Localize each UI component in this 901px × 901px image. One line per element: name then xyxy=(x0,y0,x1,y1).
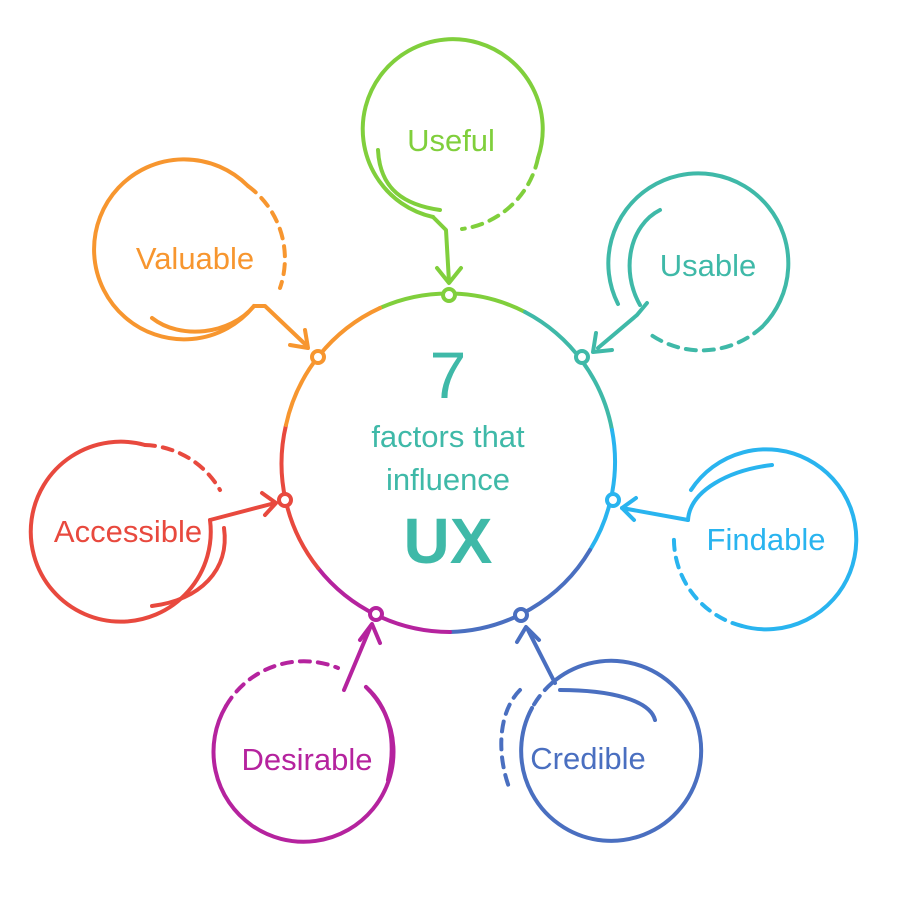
findable-arrowhead xyxy=(620,496,638,522)
findable-circle xyxy=(689,447,859,632)
findable-label: Findable xyxy=(707,522,826,557)
accessible-circle-dashed xyxy=(143,443,222,492)
useful-connector-node xyxy=(441,287,457,303)
findable-inner-arc xyxy=(686,463,774,522)
desirable-circle-dashed xyxy=(224,659,340,708)
desirable-connector-node xyxy=(368,606,384,622)
factor-usable: Usable xyxy=(574,171,791,365)
usable-arrowhead xyxy=(591,331,614,354)
credible-circle xyxy=(519,658,704,843)
valuable-connector xyxy=(252,304,308,347)
credible-label: Credible xyxy=(530,741,645,776)
findable-connector xyxy=(620,506,690,522)
accessible-connector xyxy=(208,501,277,522)
credible-connector-node xyxy=(513,607,529,623)
valuable-connector-node xyxy=(310,349,326,365)
credible-inner-arc xyxy=(558,688,657,722)
usable-circle-dashed xyxy=(645,325,764,353)
useful-connector xyxy=(431,215,451,284)
factor-accessible: Accessible xyxy=(28,439,293,624)
center-ring-segment-findable xyxy=(588,428,618,552)
accessible-arrowhead xyxy=(260,491,278,517)
center-ring-segment-desirable xyxy=(316,566,452,634)
center-line-2: influence xyxy=(386,462,510,497)
center-text-group: 7 factors that influence UX xyxy=(371,338,525,577)
usable-connector-node xyxy=(574,349,590,365)
accessible-connector-node xyxy=(277,492,293,508)
factor-useful: Useful xyxy=(360,37,545,303)
accessible-circle xyxy=(28,439,213,624)
factor-desirable: Desirable xyxy=(211,606,396,844)
credible-connector xyxy=(526,628,557,685)
valuable-label: Valuable xyxy=(136,241,254,276)
useful-inner-arc xyxy=(376,148,442,212)
center-ring-segment-credible xyxy=(448,548,592,634)
findable-connector-node xyxy=(605,492,621,508)
valuable-circle xyxy=(92,157,256,342)
useful-label: Useful xyxy=(407,123,495,158)
valuable-circle-dashed xyxy=(246,184,287,290)
useful-arrowhead xyxy=(435,266,463,285)
factor-credible: Credible xyxy=(499,607,704,843)
center-line-1: factors that xyxy=(371,419,525,454)
desirable-label: Desirable xyxy=(242,742,373,777)
findable-circle-dashed xyxy=(671,533,744,628)
useful-circle xyxy=(360,37,545,219)
usable-connector xyxy=(596,301,649,350)
credible-arrowhead xyxy=(515,625,541,644)
useful-circle-dashed xyxy=(460,156,540,231)
factor-findable: Findable xyxy=(605,447,859,632)
center-ring-segment-valuable xyxy=(284,306,382,427)
accessible-inner-arc xyxy=(150,526,227,608)
desirable-arrowhead xyxy=(358,622,382,645)
usable-label: Usable xyxy=(660,248,757,283)
desirable-connector xyxy=(342,626,372,692)
credible-circle-dashed xyxy=(530,681,554,710)
usable-circle xyxy=(606,171,791,329)
center-number: 7 xyxy=(430,338,467,412)
desirable-inner-arc xyxy=(364,685,394,782)
center-ring-segment-usable xyxy=(523,310,614,432)
center-ux-label: UX xyxy=(404,505,493,577)
credible-circle-dashed-left xyxy=(499,688,522,792)
valuable-arrowhead xyxy=(288,328,310,350)
factor-valuable: Valuable xyxy=(92,157,326,365)
accessible-label: Accessible xyxy=(54,514,202,549)
valuable-inner-arc xyxy=(150,304,256,334)
usable-inner-arc xyxy=(627,208,662,307)
